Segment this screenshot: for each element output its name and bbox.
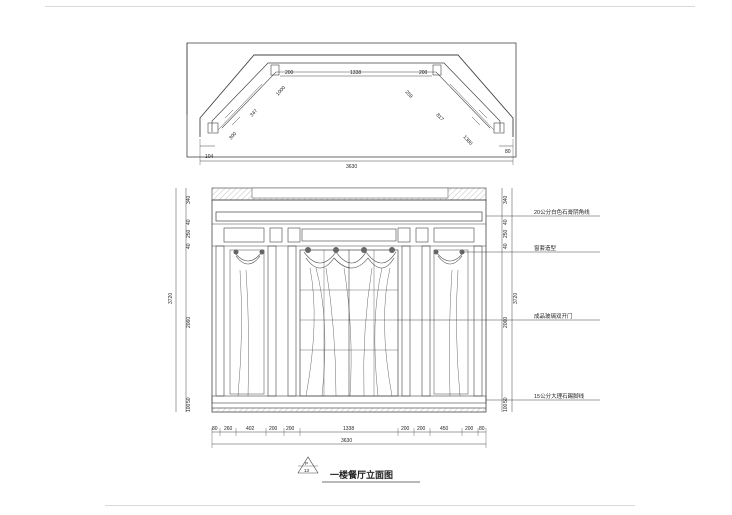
baseboard <box>211 395 487 404</box>
bottom-dim-total-text: 3630 <box>341 438 352 444</box>
left-dim-bottom1-text: 50 <box>186 397 192 403</box>
plan-dim-right-edge: 80 <box>505 149 511 155</box>
pilaster-1 <box>215 245 225 397</box>
drawing-title: 一楼餐厅立面图 <box>330 469 393 480</box>
bottom-dim-7: 200 <box>417 426 426 432</box>
plan-inner-wall-2 <box>221 71 491 129</box>
pilaster-4 <box>401 245 411 397</box>
plan-block-right <box>493 122 505 134</box>
plan-outer-wall <box>199 54 514 137</box>
bottom-dim-6: 200 <box>401 426 410 432</box>
plan-panel-l1 <box>231 116 241 126</box>
bottom-dim-3: 200 <box>269 426 278 432</box>
right-dim-band1-text: 40 <box>503 219 509 225</box>
bottom-dimension-texts: 80 260 402 200 200 1338 200 200 450 200 … <box>212 426 485 444</box>
plan-dim-diag-left-2: 1000 <box>275 85 287 97</box>
bottom-dim-2: 402 <box>246 426 255 432</box>
bottom-dim-0: 80 <box>212 426 218 432</box>
left-dim-overall-text: 3720 <box>168 293 174 304</box>
frieze-left <box>223 227 265 243</box>
right-dim-overall-text: 3720 <box>513 293 519 304</box>
plan-pilaster-right <box>432 64 442 76</box>
right-dim-bottom1-text: 50 <box>503 397 509 403</box>
plan-dim-diag-left-1: 347 <box>249 108 259 118</box>
right-dimension-texts: 3720 340 40 250 40 2060 50 100 <box>503 195 519 412</box>
top-rule <box>45 6 695 7</box>
plan-pilaster-left <box>270 64 280 76</box>
plan-dim-left-edge: 104 <box>205 154 214 160</box>
plan-dim-top-center: 1338 <box>350 70 361 76</box>
bottom-dim-5: 1338 <box>343 426 354 432</box>
floor-hatch <box>211 407 487 413</box>
ceiling-recess <box>251 187 449 199</box>
plan-dim-diag-right-3: 1380 <box>462 134 474 146</box>
right-dim-band2-text: 250 <box>503 229 509 238</box>
frieze-small-r <box>415 227 429 243</box>
plan-panel-r2 <box>478 109 488 119</box>
annotation-window: 窗套造型 <box>534 244 557 252</box>
left-dimension-texts: 3720 340 40 250 40 2060 50 100 <box>168 195 192 412</box>
elevation-annotations: 20公分白色石膏阴角线 窗套造型 成品玻璃双开门 15公分大理石踢脚线 <box>534 208 590 400</box>
annotation-crown: 20公分白色石膏阴角线 <box>534 208 590 216</box>
plan-dim-diag-left-3: 300 <box>228 131 238 141</box>
plan-panel-l2 <box>224 109 234 119</box>
side-window-left <box>229 249 265 395</box>
bottom-dim-ticks <box>211 428 487 448</box>
title-tag-top: P <box>305 461 308 466</box>
side-window-right <box>433 249 469 395</box>
curtain-drapes <box>237 267 461 397</box>
right-dim-top-text: 340 <box>503 195 509 204</box>
plan-dim-right-small: 200 <box>419 70 428 76</box>
pilaster-6 <box>473 245 483 397</box>
left-dim-middle-text: 2060 <box>186 317 192 328</box>
frieze-small-l2 <box>287 227 301 243</box>
elevation-view <box>175 187 600 448</box>
bottom-dim-4: 200 <box>286 426 295 432</box>
annotation-leaders <box>398 215 600 401</box>
left-dim-band3-text: 40 <box>186 243 192 249</box>
plan-dim-diag-left <box>217 83 263 131</box>
bottom-dim-10: 80 <box>479 426 485 432</box>
left-dim-top-text: 340 <box>186 195 192 204</box>
right-dim-band3-text: 40 <box>503 243 509 249</box>
left-dim-band2-text: 250 <box>186 229 192 238</box>
crown-molding <box>215 211 483 222</box>
bottom-dim-1: 260 <box>224 426 233 432</box>
plan-view <box>186 42 517 165</box>
bottom-dim-8: 450 <box>440 426 449 432</box>
title-tag-triangle <box>297 456 319 474</box>
frieze-right <box>433 227 475 243</box>
plan-block-left <box>207 122 219 134</box>
pilaster-5 <box>421 245 431 397</box>
bottom-rule <box>105 505 635 506</box>
plan-dim-left-small: 200 <box>285 70 294 76</box>
frieze-center <box>301 228 397 242</box>
curtain-swags <box>233 251 465 269</box>
bottom-dim-9: 200 <box>465 426 474 432</box>
plan-panel-r1 <box>471 116 481 126</box>
plan-dim-diag-right-1: 817 <box>435 112 445 122</box>
right-dim-bottom2-text: 100 <box>503 403 509 412</box>
curtain-finials <box>233 247 465 255</box>
pilaster-2 <box>267 245 277 397</box>
right-dim-middle-text: 2060 <box>503 317 509 328</box>
annotation-baseboard: 15公分大理石踢脚线 <box>534 392 585 400</box>
frieze-small-l <box>269 227 283 243</box>
title-block: P 13 一楼餐厅立面图 <box>297 456 420 483</box>
plan-dim-total: 3630 <box>346 164 357 170</box>
annotation-door: 成品玻璃双开门 <box>534 312 573 320</box>
left-dim-bottom2-text: 100 <box>186 403 192 412</box>
left-dim-band1-text: 40 <box>186 219 192 225</box>
pilaster-3 <box>287 245 297 397</box>
plan-dim-diag-right-2: 259 <box>404 89 414 99</box>
plan-dim-diag-right <box>449 83 495 131</box>
title-tag-bottom: 13 <box>304 468 310 473</box>
frieze-small-r2 <box>397 227 411 243</box>
